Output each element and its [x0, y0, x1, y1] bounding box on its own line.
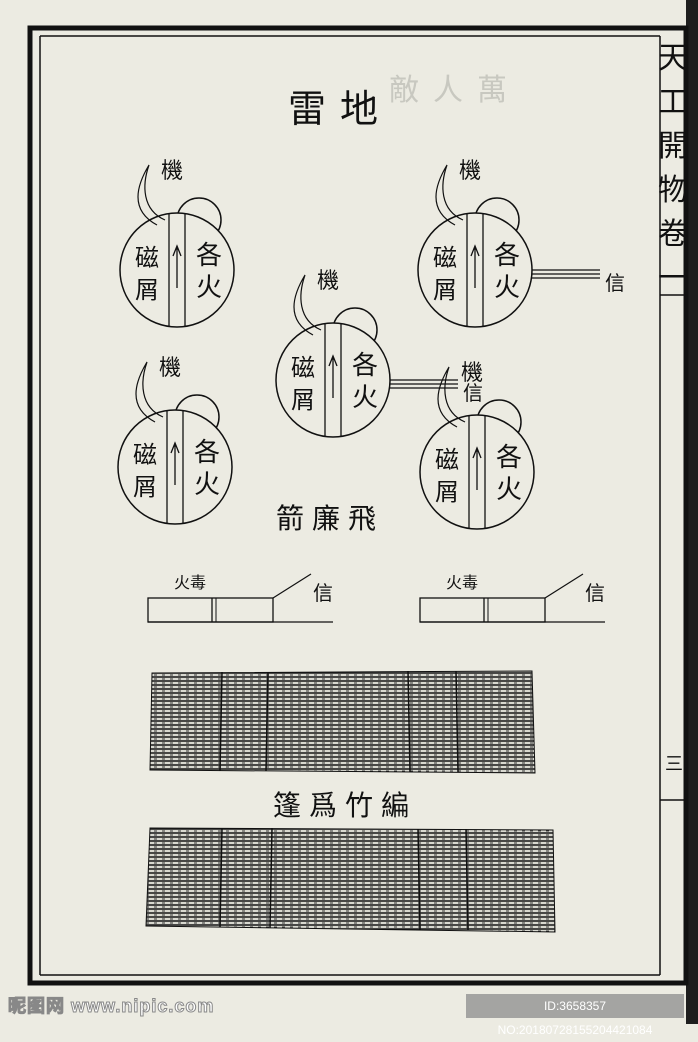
arrow-icon — [472, 446, 482, 490]
margin-char: 工 — [658, 85, 688, 120]
arrow-icon — [170, 441, 180, 485]
mine-char: 各 — [494, 241, 520, 271]
margin-char: 一 — [658, 261, 688, 296]
watermark-site: 昵图网 www.nipic.com — [7, 996, 215, 1017]
trigger-label: 機 — [459, 159, 481, 184]
mine-char: 磁 — [291, 354, 315, 382]
land-mine: 機磁屑各火信 — [275, 269, 483, 438]
land-mine: 機磁屑 各火 — [119, 159, 235, 328]
fire-arrow-title: 箭廉飛 — [276, 502, 384, 535]
mine-char: 火 — [194, 470, 220, 500]
mine-char: 屑 — [291, 386, 315, 414]
trigger-fuse — [135, 361, 164, 423]
poison-label: 火毒 — [446, 573, 478, 592]
trigger-label: 機 — [461, 361, 483, 386]
page-edge-shadow — [686, 0, 698, 1024]
mine-char: 屑 — [133, 473, 157, 501]
mine-char: 火 — [496, 475, 522, 505]
trigger-label: 機 — [159, 356, 181, 381]
mine-char: 火 — [352, 383, 378, 413]
trigger-fuse — [437, 366, 466, 428]
mine-char: 磁 — [435, 446, 459, 474]
fuse-label: 信 — [605, 271, 625, 295]
margin-char: 物 — [658, 173, 688, 208]
background-caption: 敵人萬 — [389, 73, 521, 108]
fire-arrow-diagrams: 火毒 信 火毒 信 — [147, 573, 605, 623]
fuse-line — [544, 573, 584, 599]
mine-char: 各 — [196, 241, 222, 271]
trigger-label: 機 — [317, 269, 339, 294]
fuse-label: 信 — [585, 581, 605, 605]
bamboo-mat-top — [149, 670, 536, 774]
land-mine-diagrams: 機磁屑各火機磁屑各火信機磁屑各火信機磁屑各火機磁屑各火 — [117, 159, 625, 530]
fuse-line — [272, 573, 312, 599]
mine-char: 屑 — [433, 276, 457, 304]
bamboo-mat-bottom — [145, 827, 556, 933]
trigger-fuse — [435, 164, 464, 226]
land-mine-title: 雷地 — [288, 87, 392, 131]
trigger-fuse — [137, 164, 166, 226]
mine-char: 屑 — [135, 276, 159, 304]
land-mine: 機磁屑 各火 — [117, 356, 233, 525]
mine-char: 磁 — [135, 244, 159, 272]
mine-char: 各 — [194, 438, 220, 468]
fuse-label: 信 — [313, 581, 333, 605]
bamboo-mat-title: 篷爲竹編 — [273, 789, 417, 822]
mine-char: 磁 — [133, 441, 157, 469]
page-number: 三 — [665, 754, 683, 775]
mine-char: 磁 — [433, 244, 457, 272]
watermark-id: ID:3658357 NO:20180728155204421084 — [466, 994, 684, 1037]
fuse-label: 信 — [463, 381, 483, 405]
mine-char: 屑 — [435, 478, 459, 506]
margin-char: 天 — [658, 41, 688, 76]
arrow-icon — [470, 244, 480, 288]
fire-arrow: 火毒 信 — [419, 573, 605, 623]
mine-char: 火 — [196, 273, 222, 303]
land-mine: 機磁屑 各火 — [419, 361, 535, 530]
poison-tube — [147, 597, 274, 623]
land-mine: 機磁屑 各火 信 — [417, 159, 625, 328]
arrow-icon — [172, 244, 182, 288]
fire-arrow: 火毒 信 — [147, 573, 333, 623]
mine-char: 火 — [494, 273, 520, 303]
margin-char: 卷 — [658, 217, 688, 252]
margin-char: 開 — [658, 129, 688, 164]
mine-char: 各 — [352, 351, 378, 381]
outer-border — [27, 25, 689, 986]
poison-tube — [419, 597, 546, 623]
arrow-icon — [328, 354, 338, 398]
trigger-label: 機 — [161, 159, 183, 184]
mine-char: 各 — [496, 443, 522, 473]
poison-label: 火毒 — [174, 573, 206, 592]
trigger-fuse — [293, 274, 322, 336]
